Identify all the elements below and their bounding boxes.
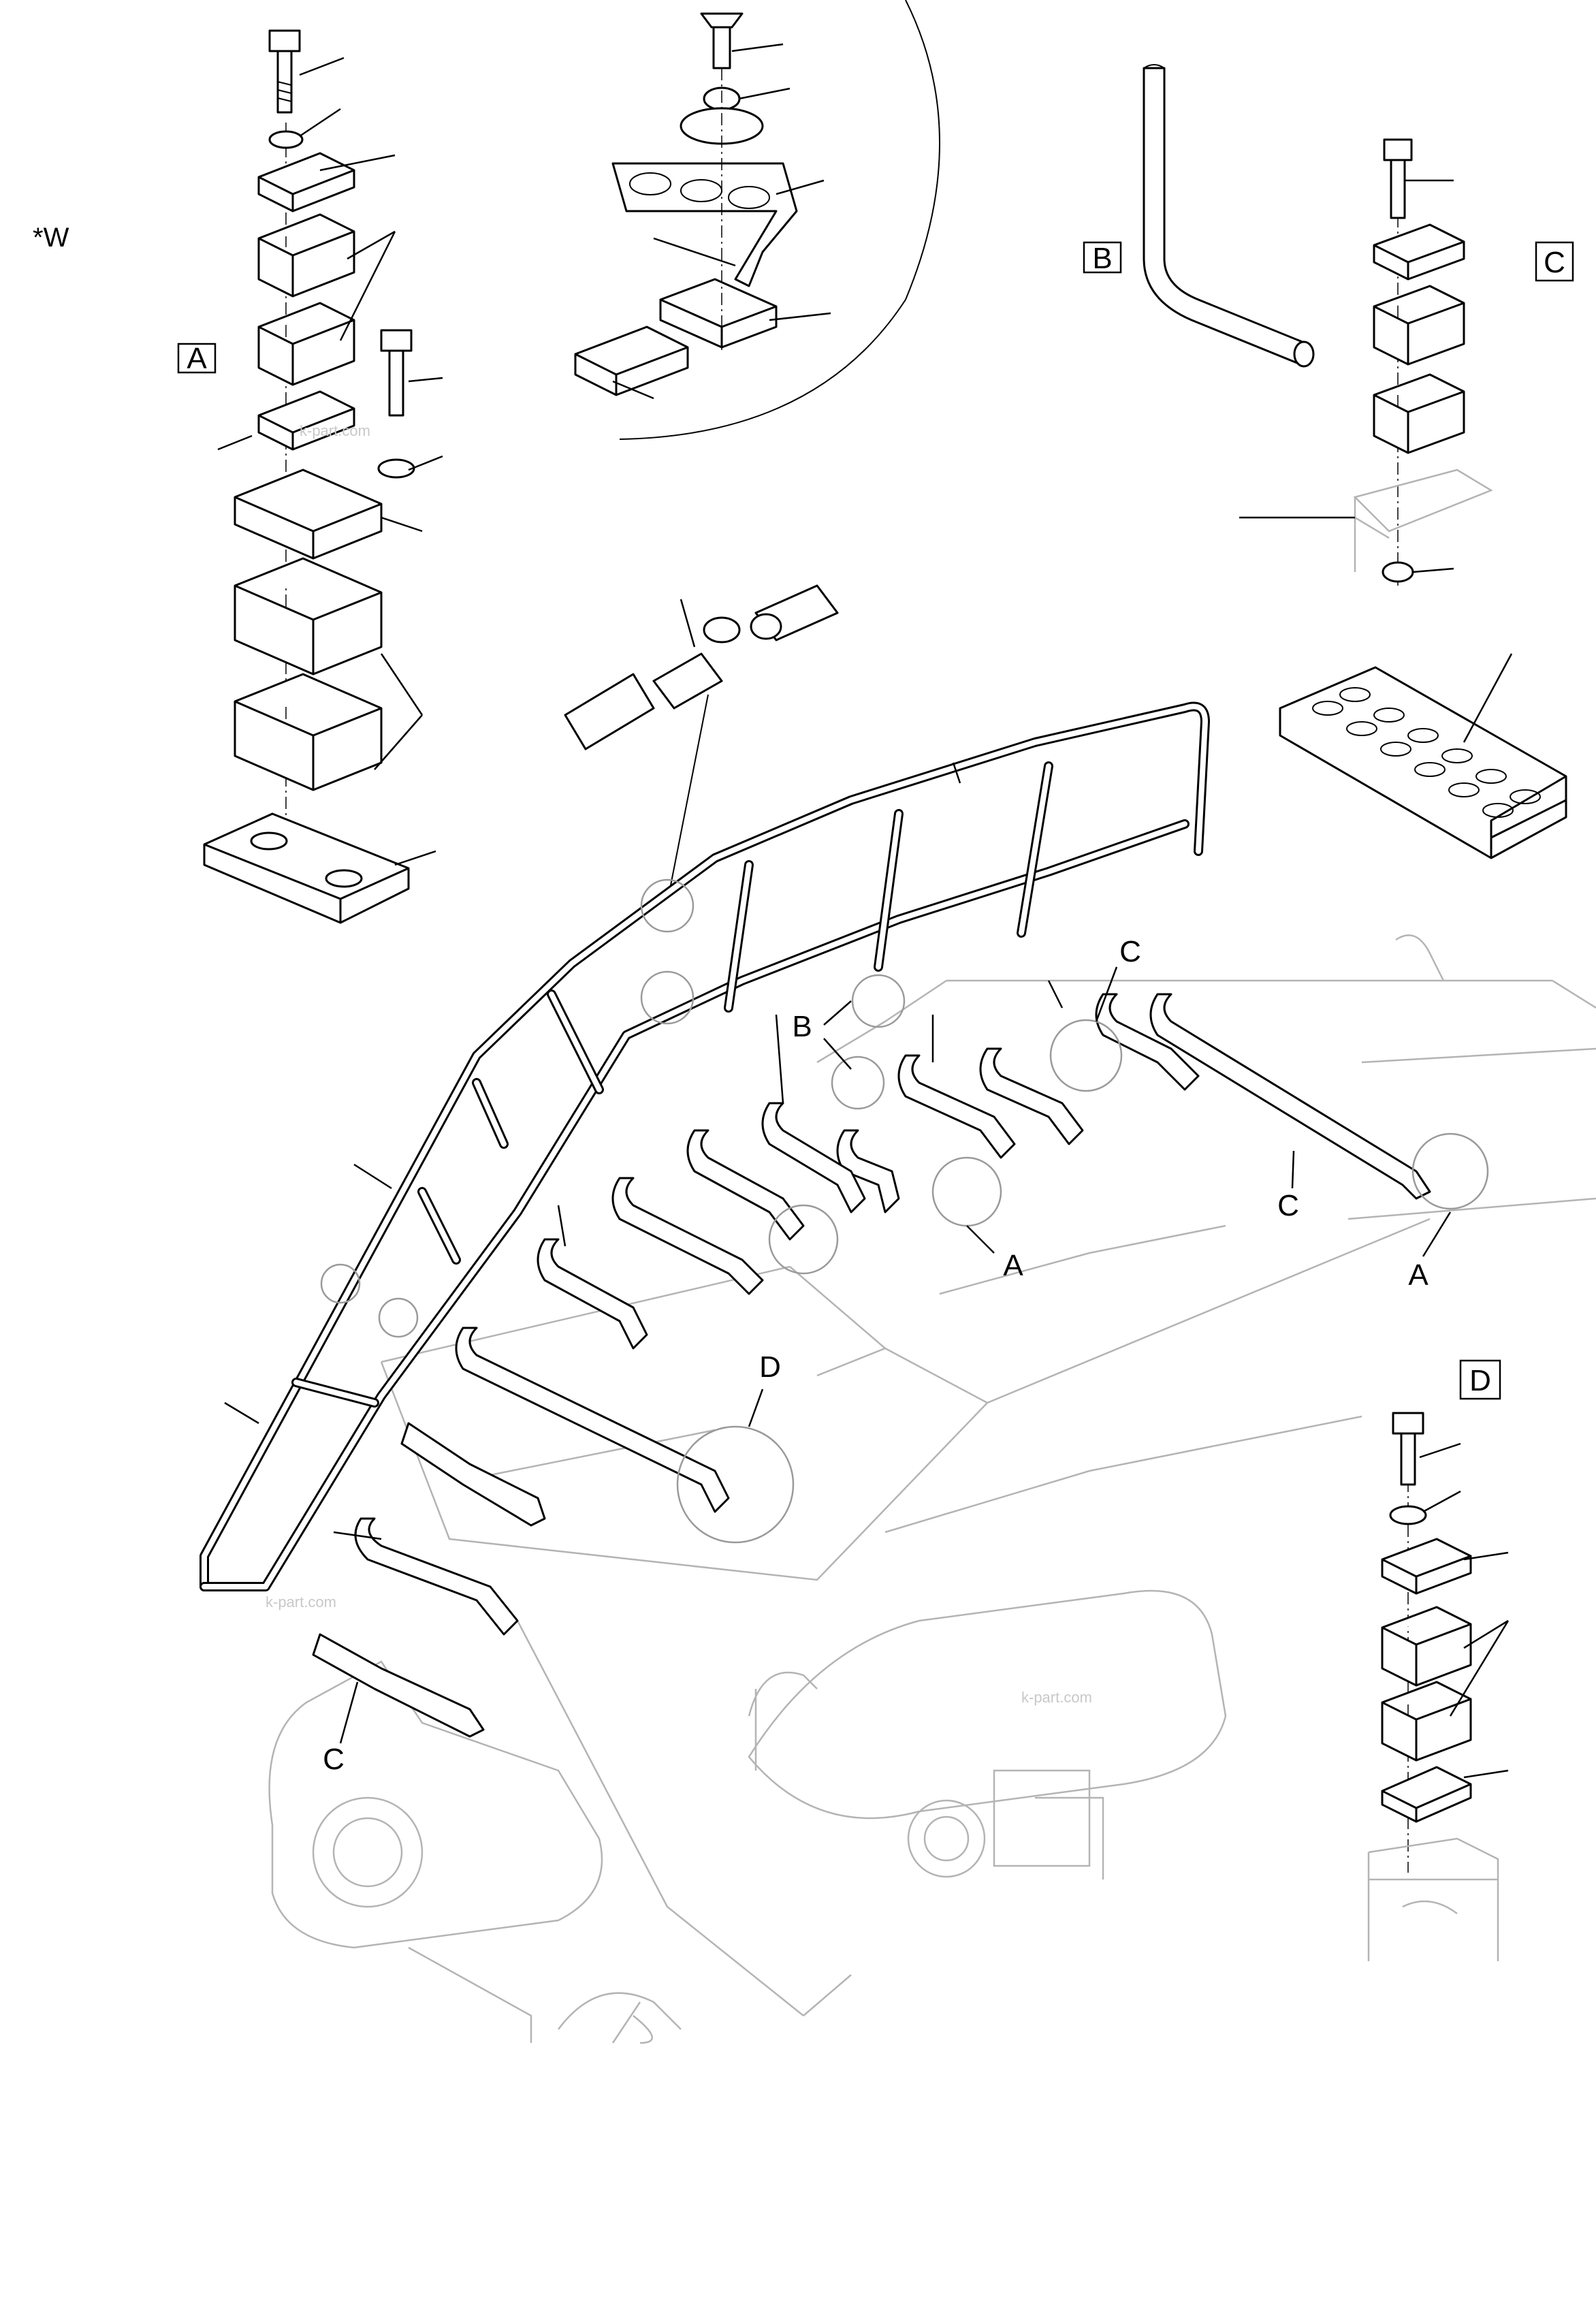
clamp-half-upper [257,213,355,298]
detail-a-assembly: A k-part.com [177,29,443,924]
bracket-1 [1095,993,1200,1091]
clamp-half-c-lower [1373,373,1465,454]
bracket-11 [400,1422,546,1527]
watermark: k-part.com [300,422,370,439]
detail-label-box-d [1459,1359,1501,1400]
large-cover-plate [234,469,383,560]
cover-plate-d [1381,1538,1472,1595]
detail-label-box-b [1083,241,1122,274]
bolt-c [1383,138,1413,219]
bracket-10 [455,1327,730,1513]
countersunk-screw [700,12,744,69]
spacer-block [574,326,689,396]
detail-b-assembly: B [1083,64,1315,368]
bracket-7 [686,1129,805,1241]
clamp-block [659,278,778,349]
clamp-half-lower [257,302,355,386]
handrail [200,701,1210,1591]
cover-plate-top [257,152,355,212]
washer-lower [377,458,415,479]
bracket-5 [836,1129,900,1213]
variant-mark: *W [33,223,69,253]
bolt-lower [380,329,413,417]
rail-brackets [312,980,1431,1738]
bracket-6 [761,1102,866,1213]
grating-section [611,162,798,287]
callout-b: B [792,1010,812,1043]
cover-plate-lower [257,390,355,451]
bracket-9 [537,1238,648,1350]
watermark-main: k-part.com [266,1593,336,1611]
callout-c-bottom: C [323,1743,345,1776]
detail-label-b: B [1092,242,1112,275]
bracket-12 [354,1517,519,1636]
bolt-d [1392,1412,1424,1486]
cover-plate-c [1373,223,1465,281]
machine-background [268,934,1596,2044]
bracket-4 [897,1054,1016,1159]
clamp-half-c-upper [1373,285,1465,366]
grating-fixing-detail [574,0,940,440]
callout-c-right: C [1277,1189,1299,1222]
bolt [268,29,301,114]
detail-label-box-a [177,343,217,374]
large-clamp-half-lower [234,673,383,791]
weld-plate [203,812,410,924]
bracket-8 [611,1177,764,1295]
clamp-half-d-lower [1381,1681,1472,1762]
bracket-3 [979,1047,1084,1145]
clamp-half-d-upper [1381,1606,1472,1687]
bent-rod [1143,67,1309,366]
callout-c-top: C [1119,935,1141,968]
watermark-lower: k-part.com [1021,1689,1092,1706]
bracket-13 [312,1633,485,1738]
washer-d [1389,1505,1427,1525]
detail-c-assembly: C [1239,138,1574,586]
callout-a-center: A [1003,1249,1023,1282]
weld-plate-d [1381,1766,1472,1823]
mount-d [1367,1837,1499,1961]
detail-callout-circles [320,878,1489,1544]
large-clamp-half-upper [234,557,383,676]
detail-label-a: A [187,342,207,375]
washer [268,130,304,149]
detail-d-assembly: D [1367,1359,1510,1961]
tube-end-left [564,673,655,750]
nut-c [1382,561,1414,583]
pin [652,652,723,710]
bracket-c [1353,469,1493,572]
detail-label-c: C [1544,246,1565,279]
grating-holes [1312,687,1541,818]
grating-panel [1279,653,1567,859]
detail-label-box-c [1535,241,1574,282]
detail-label-d: D [1469,1364,1491,1397]
callout-a-right: A [1408,1258,1429,1292]
view-callouts: B C C A A D C k-part.com k-part.com [266,935,1452,1776]
callout-d: D [759,1350,781,1384]
bracket-2 [1149,993,1431,1200]
pin-and-tube [564,584,839,886]
